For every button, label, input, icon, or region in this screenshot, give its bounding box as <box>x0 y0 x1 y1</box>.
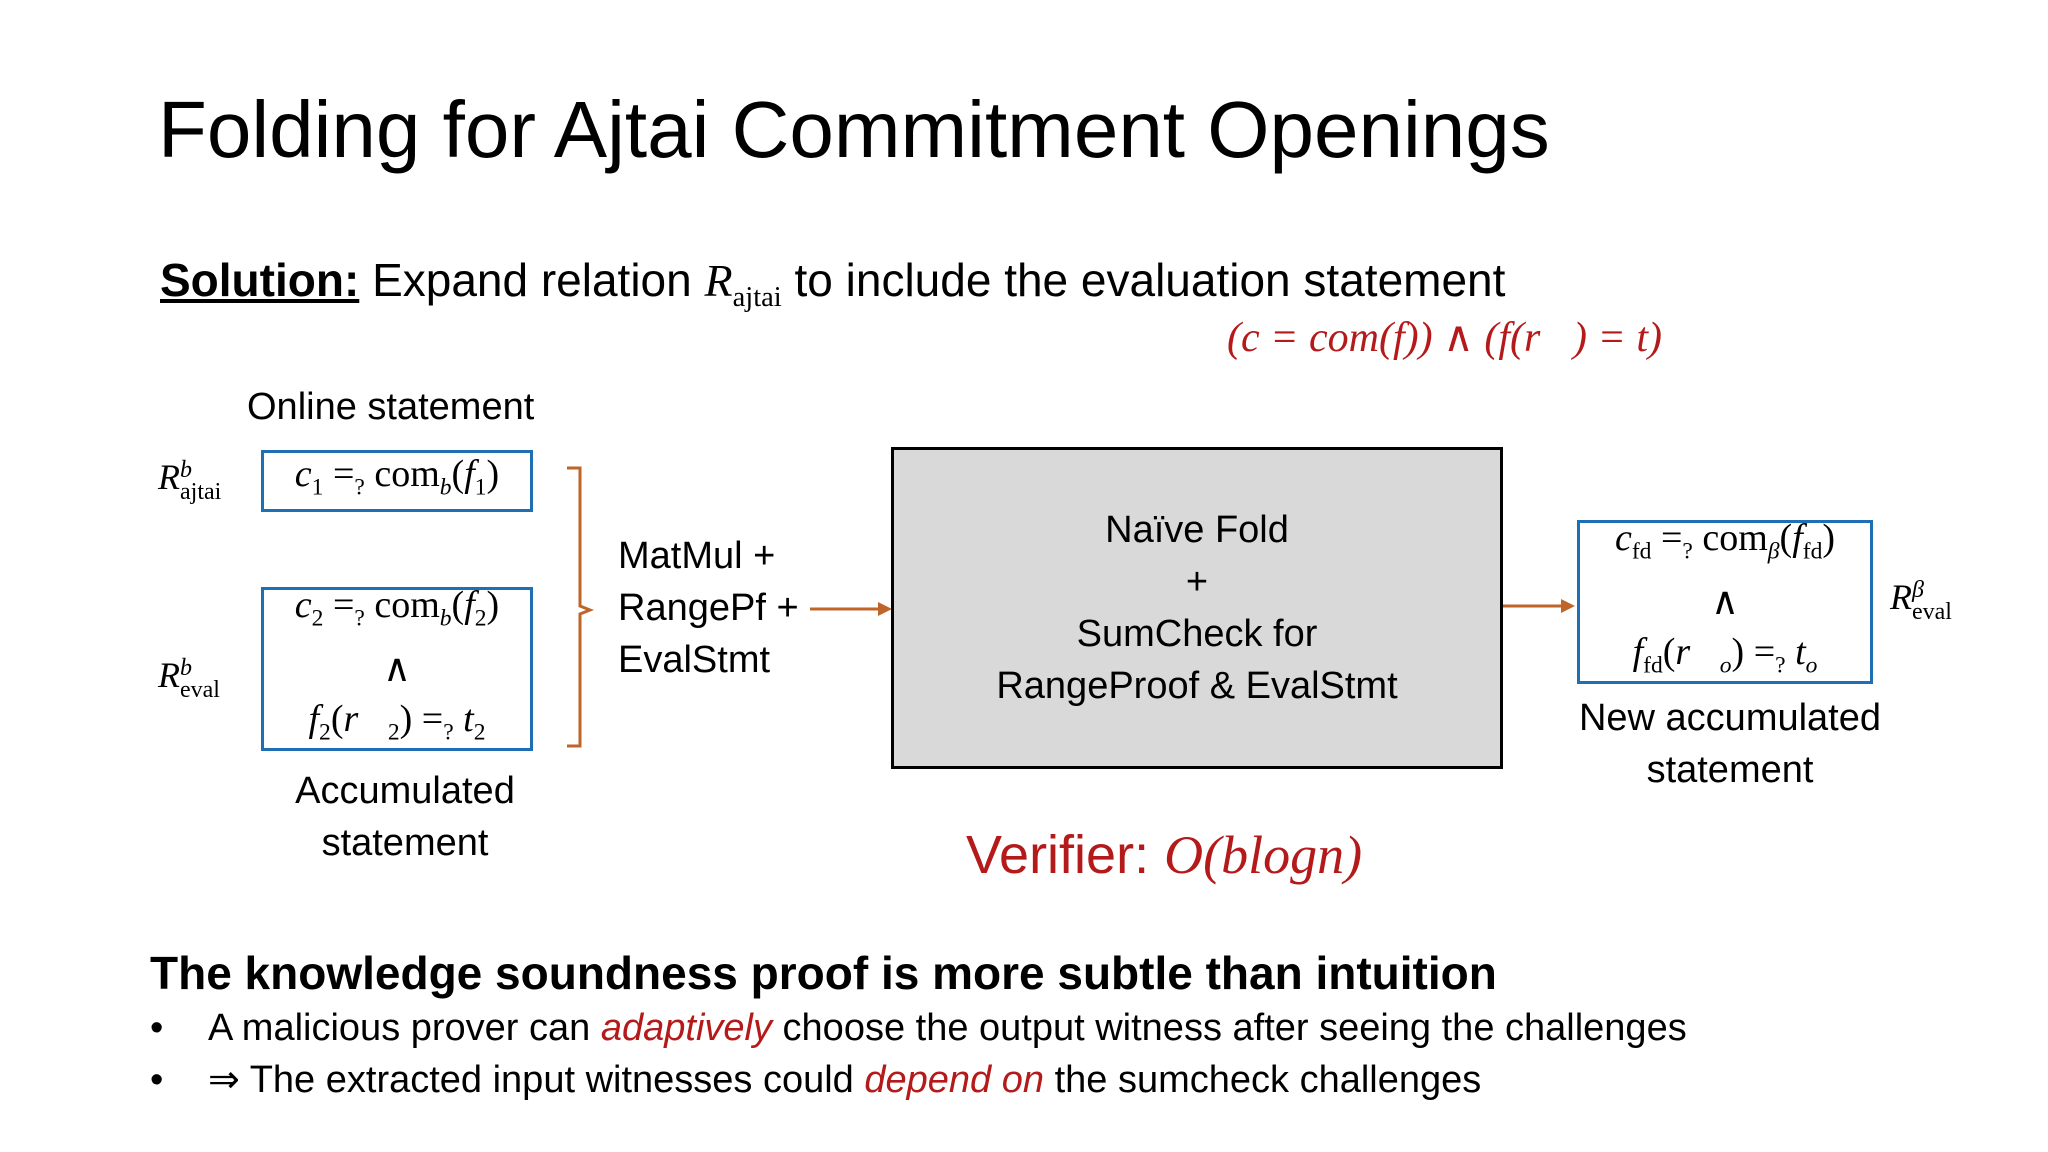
arrow-to-fold <box>810 602 892 616</box>
accumulated-statement-box: c2 =? comb(f2) ∧ f2(r⃗2) =? t2 <box>261 584 533 751</box>
right-box-and: ∧ <box>1711 581 1739 623</box>
relation-symbol: Rajtai <box>704 255 782 314</box>
accumulated-statement-label: Accumulated statement <box>295 770 515 864</box>
solution-text-after: to include the evaluation statement <box>794 254 1506 306</box>
box2-line1: c2 =? comb(f2) <box>294 584 500 632</box>
fold-inputs-label: MatMul + RangePf + EvalStmt <box>618 535 799 681</box>
page-title: Folding for Ajtai Commitment Openings <box>158 85 1550 174</box>
curly-brace <box>567 466 595 748</box>
arrow-to-output <box>1503 599 1575 613</box>
knowledge-heading: The knowledge soundness proof is more su… <box>150 947 1497 999</box>
online-statement-box: c1 =? comb(f1) <box>261 450 533 512</box>
new-accumulated-label: New accumulated statement <box>1578 697 1882 791</box>
bullet-item: • ⇒ The extracted input witnesses could … <box>150 1059 1482 1101</box>
bullet-item: • A malicious prover can adaptively choo… <box>150 1007 1687 1049</box>
eval-statement: (c = com(f)) ∧ (f(r⃗) = t) <box>1227 315 1662 361</box>
solution-label: Solution: <box>160 254 360 306</box>
online-statement-label: Online statement <box>247 386 535 428</box>
new-accumulated-box: cfd =? comβ(ffd) ∧ ffd(r⃗o) =? to <box>1577 517 1873 684</box>
box2-line3: f2(r⃗2) =? t2 <box>308 698 486 746</box>
verifier-complexity: Verifier: O(blogn) <box>966 825 1363 885</box>
naive-fold-box: Naïve Fold + SumCheck for RangeProof & E… <box>891 447 1503 769</box>
solution-text-before: Expand relation <box>372 254 692 306</box>
knowledge-bullets: • A malicious prover can adaptively choo… <box>150 1002 1687 1106</box>
right-box-line1: cfd =? comβ(ffd) <box>1614 517 1836 565</box>
right-box-line3: ffd(r⃗o) =? to <box>1632 631 1818 679</box>
box1-formula: c1 =? comb(f1) <box>294 453 500 501</box>
box2-and: ∧ <box>383 648 411 690</box>
solution-line: Solution: Expand relation Rajtai to incl… <box>160 250 1505 328</box>
